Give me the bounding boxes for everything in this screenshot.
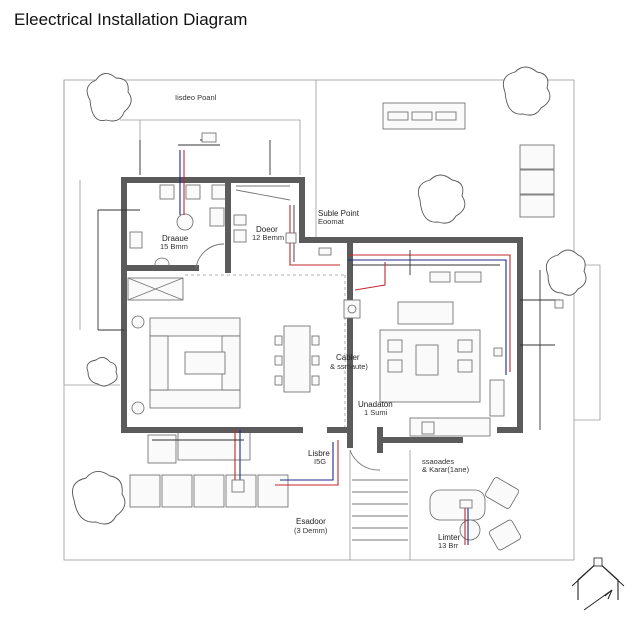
site-outlines — [63, 79, 601, 561]
stairs — [352, 479, 408, 541]
label-bath-size: 15 Bmm — [160, 242, 188, 251]
tree-icon — [417, 174, 466, 224]
tree-icon — [86, 357, 118, 387]
label-utility-name: Doeor — [256, 225, 278, 234]
panel-board-top — [382, 102, 466, 130]
label-libre-name: Lisbre — [308, 449, 330, 458]
room-labels: Iisdeo Poanl Draaue 15 Bmm Doeor 12 Bemm… — [160, 93, 470, 550]
tree-icon — [502, 66, 551, 116]
house-compass-icon — [571, 557, 625, 611]
socket-icon — [421, 421, 435, 435]
lounge-set — [379, 301, 505, 417]
outdoor-seats-right — [519, 144, 555, 218]
door-swings — [195, 243, 381, 471]
socket-icon — [429, 271, 451, 283]
label-top-room: Iisdeo Poanl — [175, 93, 217, 102]
socket-icon — [318, 247, 332, 256]
label-undation-sub: 1 Sumi — [364, 408, 388, 417]
label-garden-name: Esadoor — [296, 517, 326, 526]
label-garden-sub: (3 Demm) — [294, 526, 328, 535]
label-utility-size: 12 Bemm — [252, 233, 284, 242]
label-limter-sub: 13 Brr — [438, 541, 459, 550]
label-limter-name: Limter — [438, 533, 461, 542]
storage-cabinet — [127, 277, 184, 301]
socket-icon — [285, 232, 297, 244]
label-suble-sub: Eoomat — [318, 217, 345, 226]
label-dining-sub: & ssmaute) — [330, 362, 368, 371]
bathroom-fixtures — [129, 184, 227, 271]
label-libre-sub: I5G — [314, 457, 326, 466]
utility-fixtures — [233, 185, 291, 243]
socket-icon — [554, 299, 564, 309]
dining-table — [274, 325, 320, 393]
socket-icon — [454, 271, 482, 283]
terrace-tiles — [129, 474, 289, 508]
wiring-runs — [97, 132, 560, 545]
socket-icon — [231, 479, 245, 493]
tree-icon — [72, 471, 126, 525]
tree-icon — [86, 73, 132, 122]
socket-icon — [343, 299, 361, 319]
label-suble-point: Suble Point — [318, 209, 360, 218]
socket-icon — [493, 347, 503, 357]
label-undation-name: Unadaton — [358, 400, 393, 409]
label-patio-sub: & Karar(1ane) — [422, 465, 470, 474]
label-dining-name: Cabler — [336, 353, 360, 362]
tree-icon — [545, 249, 587, 296]
label-bath-name: Draaue — [162, 234, 189, 243]
socket-icon — [459, 499, 473, 509]
diagram-title: Eleectrical Installation Diagram — [14, 10, 248, 29]
label-patio-name: ssaoades — [422, 457, 454, 466]
living-sofa-set — [131, 315, 241, 415]
